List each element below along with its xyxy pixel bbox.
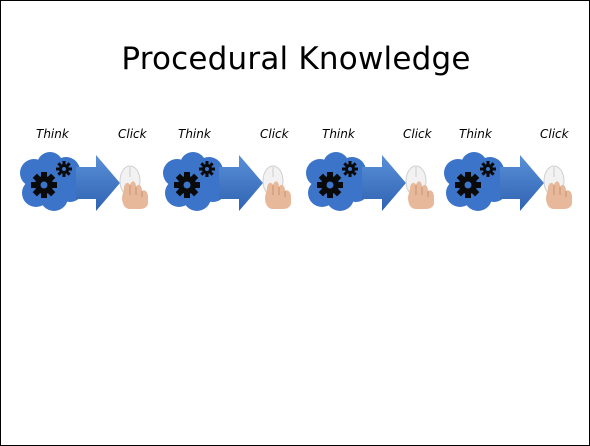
click-label: Click [118, 127, 147, 141]
right-arrow-icon [76, 155, 120, 211]
right-arrow-icon [362, 155, 406, 211]
think-click-step [18, 151, 158, 221]
slide-title: Procedural Knowledge [121, 41, 471, 77]
thinking-cloud-gears-icon [20, 152, 83, 211]
right-arrow-icon [500, 155, 544, 211]
click-label: Click [540, 127, 569, 141]
right-arrow-icon [219, 155, 263, 211]
think-label: Think [178, 127, 211, 141]
hand-on-mouse-icon [119, 165, 148, 209]
click-label: Click [260, 127, 289, 141]
think-click-step [161, 151, 301, 221]
think-click-step [442, 151, 582, 221]
thinking-cloud-gears-icon [306, 152, 369, 211]
think-click-step [304, 151, 444, 221]
hand-on-mouse-icon [543, 165, 572, 209]
thinking-cloud-gears-icon [444, 152, 507, 211]
click-label: Click [403, 127, 432, 141]
thinking-cloud-gears-icon [163, 152, 226, 211]
think-label: Think [322, 127, 355, 141]
hand-on-mouse-icon [405, 165, 434, 209]
think-label: Think [459, 127, 492, 141]
hand-on-mouse-icon [262, 165, 291, 209]
think-label: Think [36, 127, 69, 141]
